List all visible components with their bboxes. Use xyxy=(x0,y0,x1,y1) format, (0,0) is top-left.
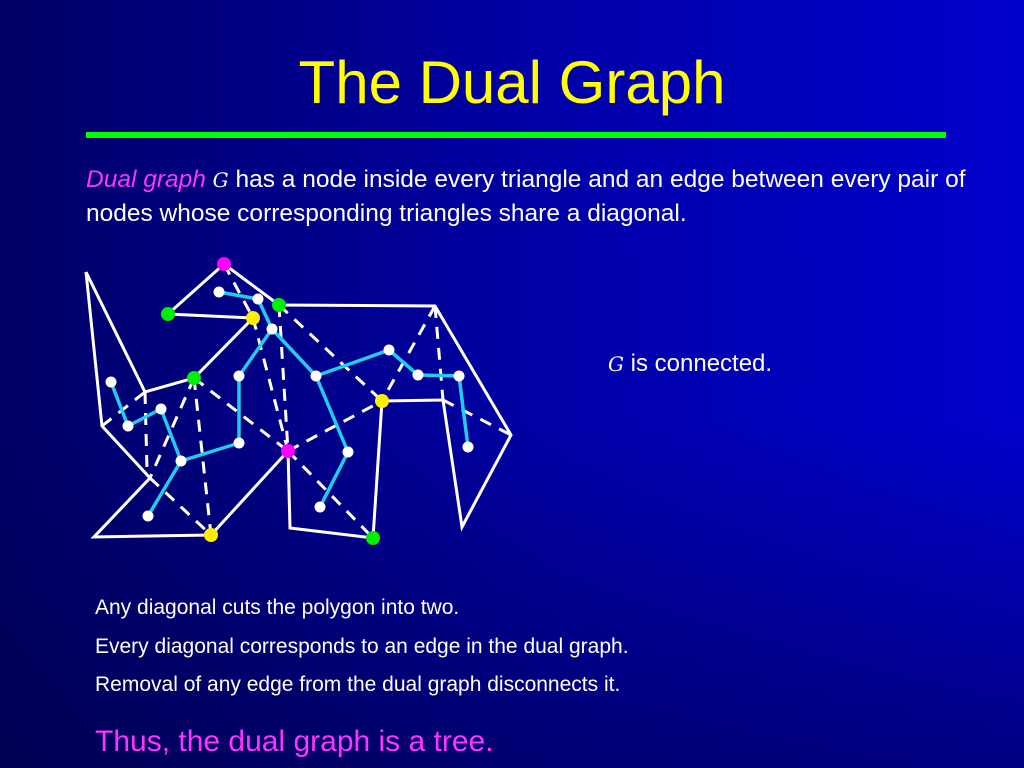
dual-edge xyxy=(315,348,390,378)
dual-node xyxy=(412,369,424,381)
diagonal xyxy=(143,391,149,471)
fact-item: Any diagonal cuts the polygon into two. xyxy=(95,596,460,619)
title-underline xyxy=(86,132,946,138)
dual-edge xyxy=(218,290,259,301)
dual-node xyxy=(155,403,167,415)
green-vertex xyxy=(272,298,286,312)
dual-edge xyxy=(314,375,350,453)
colored-vertices xyxy=(161,257,389,545)
yellow-vertex xyxy=(204,528,218,542)
green-vertex xyxy=(366,531,380,545)
polygon-boundary xyxy=(84,262,513,540)
polygon-edge xyxy=(84,262,513,540)
facts-list: Any diagonal cuts the polygon into two. … xyxy=(95,596,629,712)
fact-item: Every diagonal corresponds to an edge in… xyxy=(95,634,629,658)
diagonal xyxy=(277,304,290,452)
dual-edge xyxy=(457,375,470,448)
dual-edge xyxy=(417,373,460,378)
dual-edge xyxy=(159,408,183,462)
connected-text: is connected. xyxy=(623,350,773,377)
dual-node xyxy=(314,501,326,513)
slide-title: The Dual Graph xyxy=(298,49,726,116)
graph-symbol: G xyxy=(608,352,624,376)
dual-edge xyxy=(270,327,318,378)
diagonal xyxy=(222,263,255,319)
dual-node xyxy=(383,344,395,356)
diagonal xyxy=(192,377,213,536)
conclusion: Thus, the dual graph is a tree. xyxy=(95,725,494,758)
dual-node xyxy=(453,370,465,382)
connected-note: G is connected. xyxy=(608,350,772,378)
dual-node xyxy=(213,286,225,298)
dual-edge xyxy=(318,451,350,508)
diagonal xyxy=(251,317,290,452)
diagonal xyxy=(101,390,146,428)
diagonal xyxy=(277,303,384,403)
magenta-vertex xyxy=(281,444,295,458)
graph-symbol: G xyxy=(212,168,229,192)
fact-item: Removal of any edge from the dual graph … xyxy=(95,673,621,696)
dual-node xyxy=(233,370,245,382)
diagonal xyxy=(286,449,375,540)
dual-edge xyxy=(146,460,183,517)
diagonal xyxy=(148,476,213,537)
intro-text: has a node inside every triangle and an … xyxy=(86,166,966,227)
green-vertex xyxy=(161,307,175,321)
dual-graph-term: Dual graph xyxy=(86,166,206,193)
dual-edge xyxy=(387,348,420,377)
dual-edge xyxy=(256,298,274,330)
diagonal xyxy=(442,398,512,437)
yellow-vertex xyxy=(246,311,260,325)
dual-node xyxy=(105,376,117,388)
dual-node xyxy=(462,441,474,453)
dual-edge xyxy=(180,441,240,463)
dual-node xyxy=(175,455,187,467)
dual-node xyxy=(310,370,322,382)
dual-node xyxy=(252,293,264,305)
dual-node xyxy=(266,323,278,335)
dual-graph-edges xyxy=(109,290,470,517)
dual-node xyxy=(122,420,134,432)
magenta-vertex xyxy=(217,257,231,271)
intro-paragraph: Dual graph G has a node inside every tri… xyxy=(86,163,966,231)
dual-node xyxy=(142,510,154,522)
diagonal xyxy=(148,377,196,479)
yellow-vertex xyxy=(375,394,389,408)
diagonal xyxy=(433,305,445,401)
dual-graph-nodes xyxy=(105,286,474,522)
dual-edge xyxy=(127,407,162,428)
diagonal xyxy=(380,305,437,402)
dual-edge xyxy=(237,327,274,378)
green-vertex xyxy=(187,371,201,385)
dual-node xyxy=(342,446,354,458)
dual-node xyxy=(233,437,245,449)
diagonal xyxy=(287,399,383,453)
dual-edge xyxy=(109,381,130,427)
diagonals xyxy=(101,263,512,540)
